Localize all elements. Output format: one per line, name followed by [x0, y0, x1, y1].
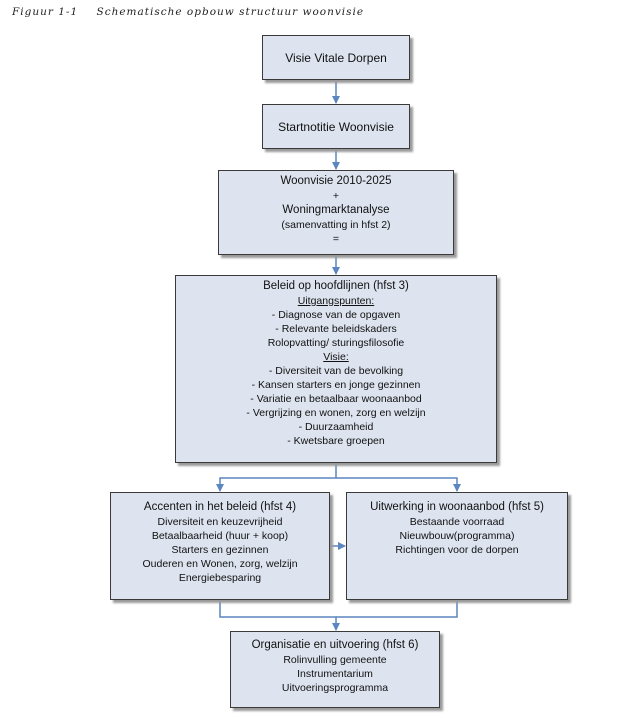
list-item: Betaalbaarheid (huur + koop) — [151, 530, 289, 542]
connector-uitwerking-organisatie — [336, 600, 458, 618]
box-line: (samenvatting in hfst 2) — [281, 219, 391, 231]
list-item: Starters en gezinnen — [171, 544, 269, 556]
list-item: Rolopvatting/ sturingsfilosofie — [267, 337, 405, 349]
list-item: Bestaande voorraad — [409, 516, 505, 528]
box-title: Visie Vitale Dorpen — [285, 50, 387, 65]
list-item: - Diagnose van de opgaven — [271, 309, 401, 321]
list-item: - Vergrijzing en wonen, zorg en welzijn — [246, 407, 426, 419]
visie-label: Visie: — [323, 351, 349, 363]
list-item: Nieuwbouw(programma) — [399, 530, 515, 542]
list-item: - Variatie en betaalbaar woonaanbod — [250, 393, 422, 405]
box-title: Organisatie en uitvoering (hfst 6) — [251, 639, 419, 651]
list-item: Richtingen voor de dorpen — [395, 544, 519, 556]
box-startnotitie-woonvisie: Startnotitie Woonvisie — [262, 104, 410, 149]
box-beleid-op-hoofdlijnen: Beleid op hoofdlijnen (hfst 3) Uitgangsp… — [175, 275, 497, 463]
figure-title: Schematische opbouw structuur woonvisie — [96, 6, 365, 18]
connector-beleid-split — [216, 463, 337, 492]
figure-number: Figuur 1-1 — [12, 6, 79, 18]
box-uitwerking-in-woonaanbod: Uitwerking in woonaanbod (hfst 5) Bestaa… — [346, 492, 568, 600]
list-item: - Relevante beleidskaders — [275, 323, 397, 335]
box-woonvisie-2010-2025: Woonvisie 2010-2025 + Woningmarktanalyse… — [218, 170, 454, 255]
list-item: Rolinvulling gemeente — [283, 654, 387, 666]
list-item: Energiebesparing — [178, 572, 262, 584]
uitgangspunten-label: Uitgangspunten: — [297, 295, 375, 307]
list-item: Ouderen en Wonen, zorg, welzijn — [142, 558, 298, 570]
connector-accenten-organisatie — [219, 600, 340, 631]
box-visie-vitale-dorpen: Visie Vitale Dorpen — [262, 35, 410, 80]
box-title: Beleid op hoofdlijnen (hfst 3) — [263, 280, 409, 292]
list-item: - Duurzaamheid — [298, 421, 374, 433]
box-line: Woningmarktanalyse — [282, 204, 390, 216]
connector-beleid-uitwerking — [336, 477, 461, 492]
box-line: Woonvisie 2010-2025 — [280, 175, 392, 187]
list-item: - Kwetsbare groepen — [287, 435, 385, 447]
list-item: - Kansen starters en jonge gezinnen — [251, 379, 421, 391]
list-item: - Diversiteit van de bevolking — [268, 365, 404, 377]
list-item: Instrumentarium — [297, 668, 373, 680]
box-line: + — [332, 190, 340, 202]
figure-caption: Figuur 1-1 Schematische opbouw structuur… — [12, 6, 364, 18]
box-line: = — [332, 233, 340, 245]
list-item: Diversiteit en keuzevrijheid — [157, 516, 283, 528]
box-title: Uitwerking in woonaanbod (hfst 5) — [370, 501, 544, 513]
box-title: Startnotitie Woonvisie — [278, 119, 394, 134]
box-title: Accenten in het beleid (hfst 4) — [143, 501, 297, 513]
list-item: Uitvoeringsprogramma — [281, 682, 389, 694]
box-accenten-in-het-beleid: Accenten in het beleid (hfst 4) Diversit… — [110, 492, 330, 600]
box-organisatie-en-uitvoering: Organisatie en uitvoering (hfst 6) Rolin… — [230, 631, 440, 708]
